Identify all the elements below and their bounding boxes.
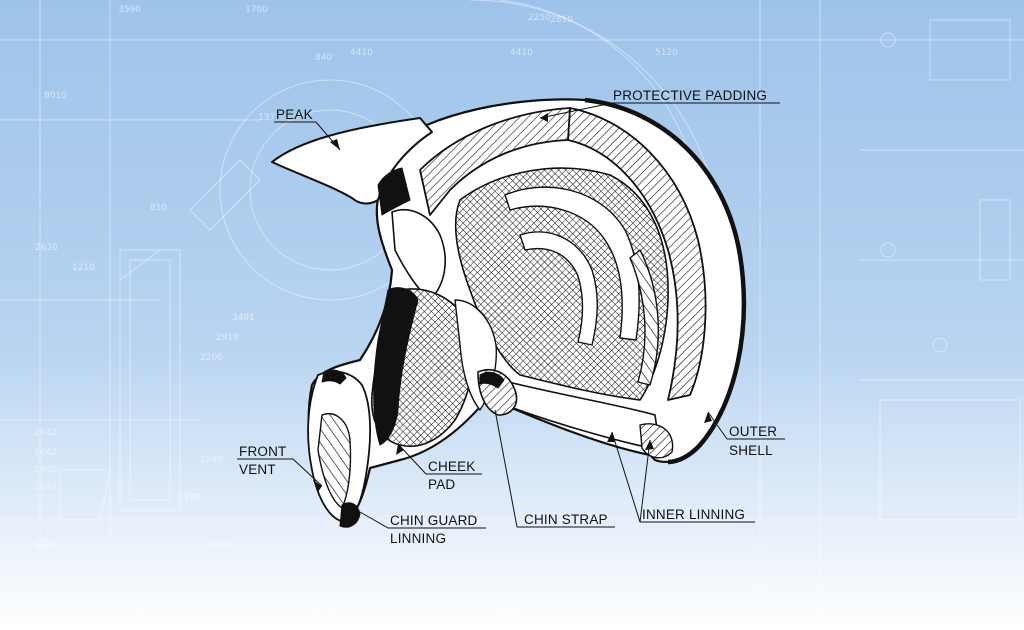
liner-channel-2 (519, 231, 598, 346)
front-vent-slot (321, 369, 347, 385)
svg-text:3491: 3491 (232, 313, 255, 323)
svg-text:2250: 2250 (528, 13, 551, 23)
chin-strap-buckle (479, 371, 505, 389)
label-chin-strap: CHIN STRAP (524, 512, 608, 527)
svg-text:10000: 10000 (34, 559, 63, 569)
chin-guard-linning (317, 413, 352, 509)
svg-text:840: 840 (315, 53, 332, 63)
svg-text:5120: 5120 (655, 48, 678, 58)
svg-text:6200: 6200 (210, 541, 233, 551)
svg-text:810: 810 (150, 203, 167, 213)
svg-text:4410: 4410 (510, 48, 533, 58)
svg-text:1540: 1540 (200, 455, 223, 465)
label-outer-shell-line1: OUTER (729, 424, 777, 439)
label-inner-linning: INNER LINNING (642, 507, 745, 522)
label-peak: PEAK (276, 107, 313, 122)
liner-channel-1 (504, 186, 640, 341)
svg-text:2620: 2620 (35, 243, 58, 253)
label-front-vent-line2: VENT (239, 462, 276, 477)
svg-text:2810: 2810 (550, 15, 573, 25)
label-chin-guard-linning-line1: CHIN GUARD (390, 513, 478, 528)
peak-mount (377, 167, 411, 216)
brow-pad (391, 208, 446, 301)
label-protective-padding: PROTECTIVE PADDING (613, 88, 767, 103)
svg-text:1700: 1700 (245, 5, 268, 15)
leader-arrowheads (313, 113, 712, 516)
svg-text:1210: 1210 (72, 263, 95, 273)
blueprint-numbers: 3590 1700 840 4410 2250 2810 4410 5120 8… (34, 5, 678, 569)
label-chin-guard-linning-line2: LINNING (390, 531, 446, 546)
rear-liner-strip (629, 249, 659, 386)
label-cheek-pad-line2: PAD (428, 477, 455, 492)
leader-lines (237, 102, 785, 529)
helmet (271, 97, 747, 528)
svg-text:3590: 3590 (118, 5, 141, 15)
svg-text:1106: 1106 (178, 493, 201, 503)
svg-text:1140: 1140 (34, 482, 57, 492)
svg-text:8010: 8010 (44, 91, 67, 101)
svg-text:4410: 4410 (350, 48, 373, 58)
svg-text:1642: 1642 (34, 448, 57, 458)
svg-text:137: 137 (258, 113, 275, 123)
label-outer-shell-line2: SHELL (729, 443, 773, 458)
label-front-vent-line1: FRONT (239, 444, 287, 459)
outer-shell-rim (584, 97, 747, 465)
diagram-labels: PEAK PROTECTIVE PADDING OUTER SHELL FRON… (239, 88, 777, 546)
svg-text:2919: 2919 (216, 333, 239, 343)
svg-text:2200: 2200 (200, 353, 223, 363)
cheek-pad-black-trim (373, 287, 419, 446)
protective-padding-front (419, 107, 571, 216)
protective-padding (567, 107, 707, 401)
label-cheek-pad-line1: CHEEK (428, 459, 476, 474)
svg-text:3800: 3800 (34, 541, 57, 551)
svg-text:1400: 1400 (34, 465, 57, 475)
svg-text:2642: 2642 (34, 428, 57, 438)
